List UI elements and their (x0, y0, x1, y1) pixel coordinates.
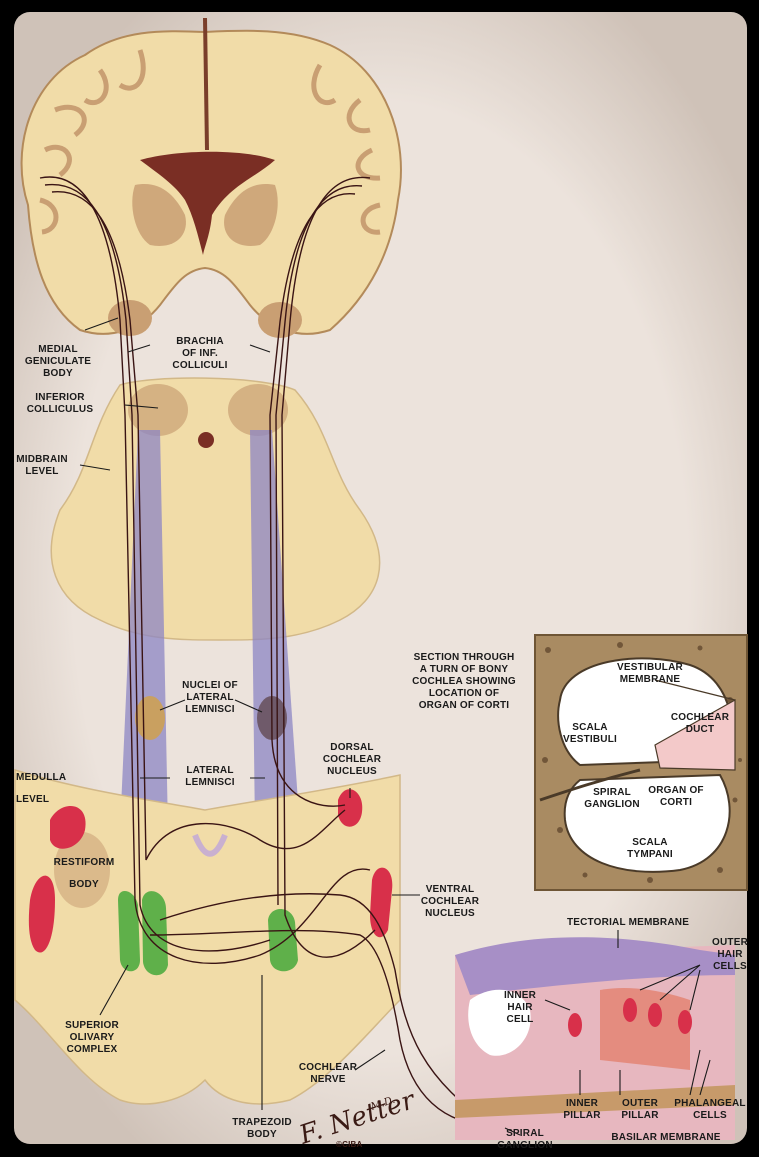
tectorial-membrane-label: TECTORIAL MEMBRANE (567, 917, 689, 928)
superior-olivary-right (268, 909, 298, 971)
label-line: COMPLEX (67, 1044, 118, 1055)
label-line: OUTER (712, 937, 749, 948)
label-line: OUTER (622, 1098, 659, 1109)
label-line: TRAPEZOID (232, 1117, 292, 1128)
label-line: CELLS (713, 961, 747, 972)
lateral-lemnisci-label: LATERAL LEMNISCI (185, 765, 234, 788)
label-line: NERVE (310, 1074, 345, 1085)
label-line: HAIR (717, 949, 743, 960)
label-line: HAIR (507, 1002, 533, 1013)
label-line: BRACHIA (176, 336, 224, 347)
label-line: TYMPANI (627, 849, 673, 860)
label-line: COCHLEAR (421, 896, 480, 907)
label-line: GANGLION (497, 1140, 553, 1151)
label-line: GENICULATE (25, 356, 91, 367)
vestibular-membrane-label: VESTIBULAR MEMBRANE (617, 662, 683, 685)
label-line: VENTRAL (426, 884, 475, 895)
dorsal-cochlear-label: DORSAL COCHLEAR NUCLEUS (323, 742, 382, 777)
label-line: COLLICULUS (27, 404, 94, 415)
label-line: BODY (69, 879, 99, 890)
label-line: INNER (504, 990, 537, 1001)
label-line: NUCLEI OF (182, 680, 238, 691)
label-line: PHALANGEAL (674, 1098, 745, 1109)
label-line: INFERIOR (35, 392, 85, 403)
copyright-text: ©CIBA (336, 1140, 362, 1149)
nuclei-lateral-lemnisci-label: NUCLEI OF LATERAL LEMNISCI (182, 680, 238, 715)
label-line: MEMBRANE (620, 674, 681, 685)
label-line: COLLICULI (172, 360, 227, 371)
label-line: VESTIBULI (563, 734, 617, 745)
caption-line: ORGAN OF CORTI (419, 700, 510, 711)
outer-pillar-label: OUTER PILLAR (621, 1098, 659, 1121)
label-line: COCHLEAR (671, 712, 730, 723)
label-line: DUCT (686, 724, 715, 735)
inner-hair-cell-label: INNER HAIR CELL (504, 990, 537, 1025)
label-line: LEVEL (25, 466, 58, 477)
caption-line: LOCATION OF (429, 688, 499, 699)
basilar-membrane-label: BASILAR MEMBRANE (611, 1132, 720, 1143)
superior-olivary-label: SUPERIOR OLIVARY COMPLEX (65, 1020, 119, 1055)
label-line: SCALA (572, 722, 607, 733)
label-line: GANGLION (584, 799, 640, 810)
label-line: OLIVARY (70, 1032, 115, 1043)
section-caption: SECTION THROUGH A TURN OF BONY COCHLEA S… (412, 652, 516, 711)
label-line: LEMNISCI (185, 777, 234, 788)
inner-pillar-label: INNER PILLAR (563, 1098, 601, 1121)
lemniscal-nucleus-left (135, 696, 165, 740)
label-line: MEDIAL (38, 344, 78, 355)
label-line: DORSAL (330, 742, 373, 753)
label-line: CELLS (693, 1110, 727, 1121)
label-line: SUPERIOR (65, 1020, 119, 1031)
label-line: LEMNISCI (185, 704, 234, 715)
label-line: VESTIBULAR (617, 662, 683, 673)
label-line: NUCLEUS (425, 908, 475, 919)
label-line: BODY (43, 368, 73, 379)
label-line: COCHLEAR (323, 754, 382, 765)
label-line: PILLAR (621, 1110, 659, 1121)
label-line: RESTIFORM (54, 857, 115, 868)
caption-line: A TURN OF BONY (420, 664, 509, 675)
ventral-cochlear-label: VENTRAL COCHLEAR NUCLEUS (421, 884, 480, 919)
caption-line: COCHLEA SHOWING (412, 676, 516, 687)
label-line: MEDULLA (16, 772, 66, 783)
label-line: SPIRAL (593, 787, 631, 798)
label-line: LATERAL (186, 765, 233, 776)
label-line: NUCLEUS (327, 766, 377, 777)
label-line: CELL (507, 1014, 534, 1025)
label-line: COCHLEAR (299, 1062, 358, 1073)
label-line: BODY (247, 1129, 277, 1140)
label-line: ORGAN OF (648, 785, 704, 796)
label-line: SCALA (632, 837, 667, 848)
label-line: PILLAR (563, 1110, 601, 1121)
label-line: LEVEL (16, 794, 49, 805)
label-line: INNER (566, 1098, 599, 1109)
caption-line: SECTION THROUGH (414, 652, 515, 663)
label-line: CORTI (660, 797, 692, 808)
scala-tympani-label: SCALA TYMPANI (627, 837, 673, 860)
label-line: SPIRAL (506, 1128, 544, 1139)
superior-olivary-left (118, 891, 140, 971)
label-line: MIDBRAIN (16, 454, 68, 465)
label-line: LATERAL (186, 692, 233, 703)
label-line: OF INF. (182, 348, 218, 359)
inferior-colliculus-label: INFERIOR COLLICULUS (27, 392, 94, 415)
